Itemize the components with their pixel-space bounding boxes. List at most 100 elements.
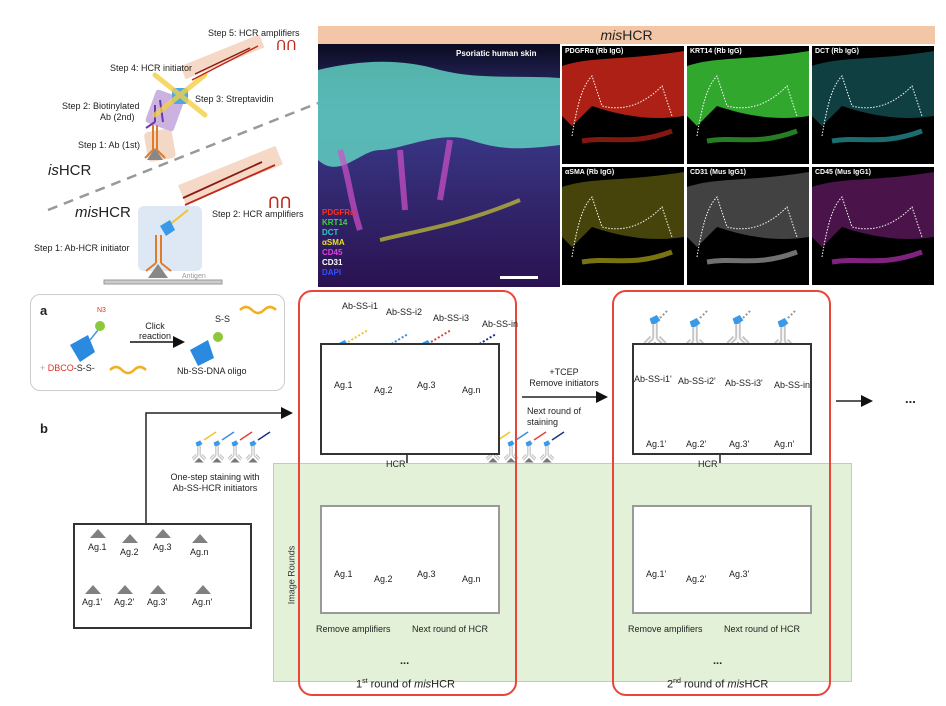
one-step-label: One-step staining with — [170, 472, 260, 482]
legend-item: DAPI — [322, 268, 342, 277]
panel-label: PDGFRα (Rb IgG) — [565, 48, 624, 55]
legend-item: DCT — [322, 228, 339, 237]
initiator-strand — [239, 431, 253, 441]
antibody-icon — [227, 439, 243, 464]
step3-label: Step 3: Streptavidin — [195, 94, 274, 104]
channel-panel: DCT (Rb IgG) — [812, 46, 934, 164]
antigen-label: Ag.2' — [686, 574, 707, 584]
round2-hcr-box — [632, 505, 812, 614]
antigen-label: Ag.2' — [114, 597, 135, 607]
initiator-strand — [515, 431, 529, 441]
round2-box — [612, 290, 831, 696]
antigen-label: Ag.1' — [82, 597, 103, 607]
step1-label: Step 1: Ab (1st) — [78, 140, 141, 150]
n3-label: N3 — [97, 307, 106, 314]
round1-hcr-box — [320, 505, 500, 614]
step2-label: Step 2: Biotinylated — [62, 101, 140, 111]
mis-step1-label: Step 1: Ab-HCR initiator — [34, 243, 130, 253]
initiator-strand — [533, 431, 547, 441]
panel-label: αSMA (Rb IgG) — [565, 169, 615, 176]
channel-panel: CD31 (Mus IgG1) — [687, 167, 809, 285]
initiator-label: Ab-SS-in' — [774, 380, 812, 390]
antigen-label: Ag.1 — [88, 542, 107, 552]
initiator-label: Ab-SS-i1' — [634, 374, 672, 384]
step4-label: Step 4: HCR initiator — [110, 63, 193, 73]
initiator-label: Ab-SS-i2' — [678, 376, 716, 386]
ss-bond-label: S-S — [215, 314, 231, 324]
antigen-label: Ag.n — [462, 574, 481, 584]
antigen-label: Ag.2 — [374, 574, 393, 584]
panel-image — [562, 51, 684, 144]
antigen-label: Ag.n' — [192, 597, 213, 607]
antigen-label: Ag.2' — [686, 439, 707, 449]
round1-box — [298, 290, 517, 696]
round2-title: 2nd round of misHCR — [667, 678, 769, 691]
panel-image — [687, 51, 809, 144]
panel-image — [687, 172, 809, 265]
divider-line — [47, 101, 319, 212]
panel-image — [562, 172, 684, 265]
antigen-label: Ag.1' — [646, 439, 667, 449]
antigen-label: Ag.1 — [334, 380, 353, 390]
round2-more: ... — [713, 655, 723, 667]
panel-a-label: a — [40, 303, 48, 318]
legend-item: PDGFRα — [322, 208, 355, 217]
antigen-label: Ag.n — [462, 385, 481, 395]
mishcr-schematic: ᑎᑎ — [103, 145, 291, 285]
panel-b-label: b — [40, 421, 48, 436]
round1-stain-box — [320, 343, 500, 455]
micrograph-title: Psoriatic human skin — [456, 49, 537, 58]
product-label: Nb-SS-DNA oligo — [177, 366, 247, 376]
mishcr-label: misHCR — [75, 204, 131, 221]
initial-antigen-box — [73, 523, 252, 629]
initiator-strand — [257, 431, 271, 441]
round2-stain-box — [632, 343, 812, 455]
svg-text:ᑎᑎ: ᑎᑎ — [276, 37, 297, 53]
round1-next-label: Next round of HCR — [412, 624, 489, 634]
round1-more: ... — [400, 655, 410, 667]
panel-label: CD45 (Mus IgG1) — [815, 169, 872, 176]
panel-a-box — [30, 294, 285, 391]
more-rounds: ... — [905, 391, 916, 406]
initiator-strand — [221, 431, 235, 441]
legend-item: CD31 — [322, 258, 343, 267]
step5-label: Step 5: HCR amplifiers — [208, 28, 300, 38]
round1-title: 1st round of misHCR — [356, 678, 456, 691]
antibody-icon — [245, 439, 261, 464]
initiator-label: Ab-SS-i3 — [433, 313, 470, 323]
next-staining-label-2: staining — [527, 417, 559, 427]
antigen-label: Ag.3 — [417, 569, 436, 579]
panel-image — [812, 51, 934, 144]
round2-hcr-label: HCR — [698, 459, 718, 469]
mis-step2-label: Step 2: HCR amplifiers — [212, 209, 304, 219]
panel-image — [812, 172, 934, 265]
round1-hcr-label: HCR — [386, 459, 406, 469]
image-rounds-label: Image Rounds — [286, 545, 297, 605]
antigen-label: Ag.3' — [147, 597, 168, 607]
initiator-label: Ab-SS-in — [482, 319, 519, 329]
initiator-label: Ab-SS-i1 — [342, 301, 379, 311]
legend-item: αSMA — [322, 238, 345, 247]
click-reaction-graphic — [70, 305, 277, 375]
antigen-label: Ag.1 — [334, 569, 353, 579]
reaction-label: reaction — [138, 331, 172, 341]
channel-panel: KRT14 (Rb IgG) — [687, 46, 809, 164]
round2-remove-label: Remove amplifiers — [628, 624, 703, 634]
dbco-reagent: + DBCO-S-S- — [40, 363, 95, 373]
antigen-label: Ag.3' — [729, 439, 750, 449]
click-label: Click — [145, 321, 165, 331]
legend-item: CD45 — [322, 248, 343, 257]
cleaved-linker — [659, 309, 669, 319]
ishcr-schematic: ᑎᑎ — [144, 34, 297, 162]
svg-text:ᑎᑎ: ᑎᑎ — [268, 195, 291, 212]
next-staining-label: Next round of — [527, 406, 582, 416]
initiator-label: Ab-SS-i2 — [386, 307, 423, 317]
initiator-label: Ab-SS-i3' — [725, 378, 763, 388]
remove-initiators-label: Remove initiators — [529, 378, 599, 388]
tcep-label: +TCEP — [549, 367, 579, 377]
initiator-strand — [551, 431, 565, 441]
round1-remove-label: Remove amplifiers — [316, 624, 391, 634]
antibody-icon — [521, 439, 537, 464]
